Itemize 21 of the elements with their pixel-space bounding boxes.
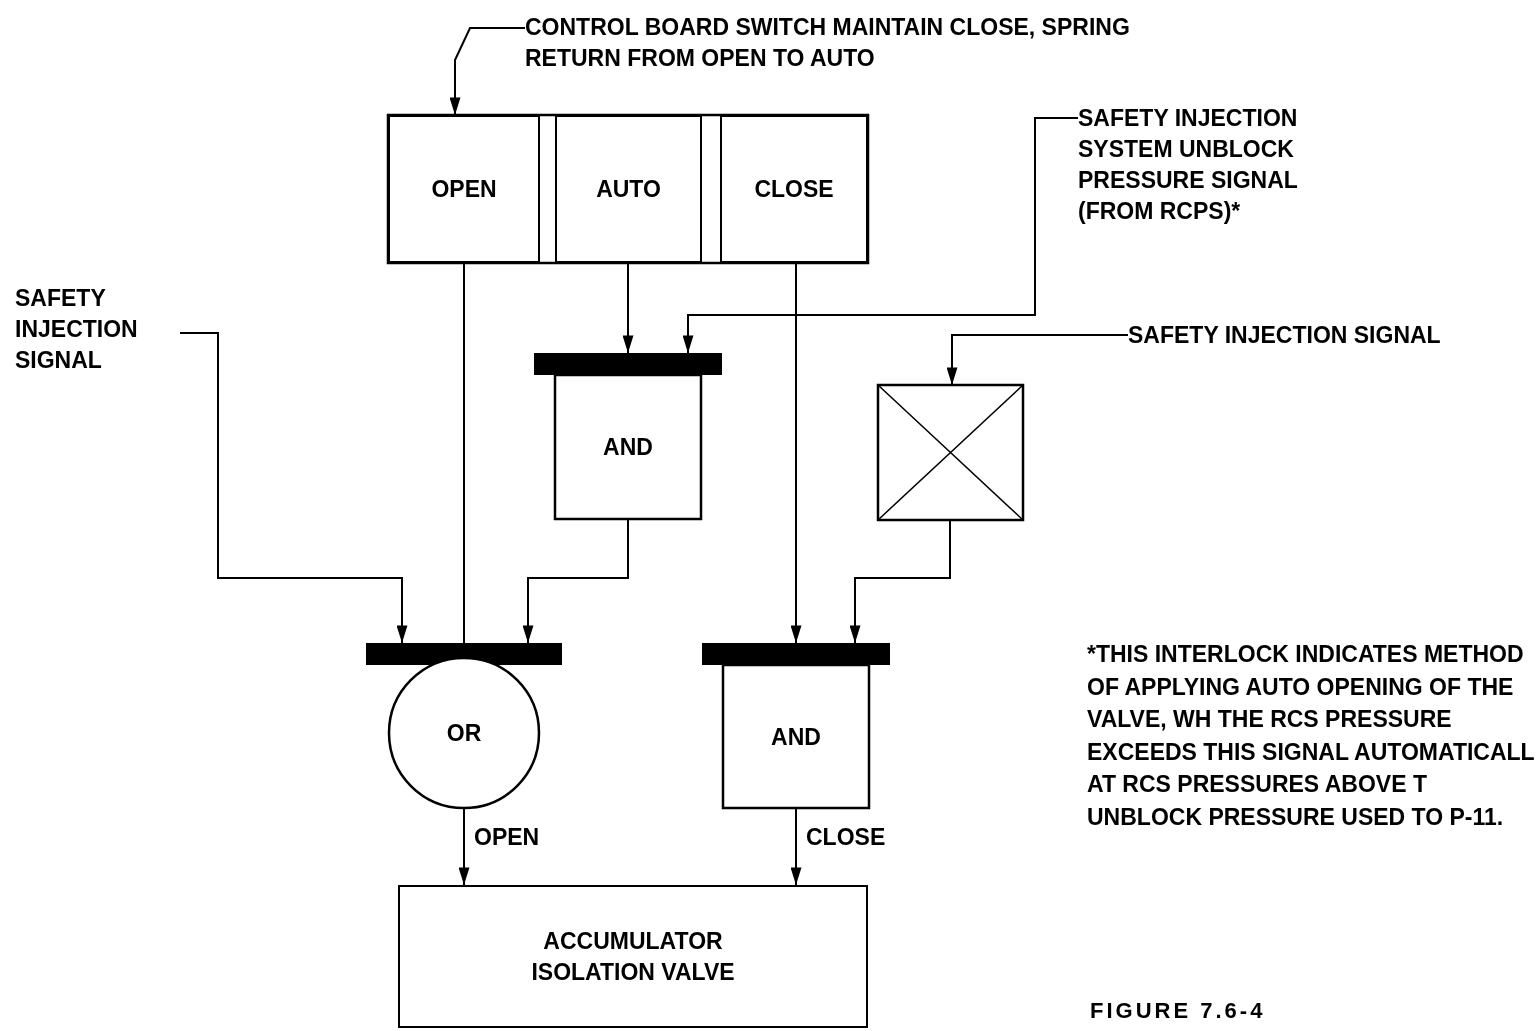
- signal-label: SAFETY INJECTION SYSTEM UNBLOCK PRESSURE SIGNAL (FROM RCPS)*: [1078, 103, 1378, 233]
- arrow: [449, 27, 526, 116]
- footnote-text: *THIS INTERLOCK INDICATES METHOD OF APPLYING AUTO OPENING OF THE VALVE, WH THE RCS PRESSURE EXCEEDS THIS SIGNAL AUTOMATICALL AT RCS PRESSURES ABOVE T UNBLOCK PRESSURE USED TO P-11.: [1087, 640, 1536, 832]
- crossed-box: [878, 385, 1023, 520]
- arrow: [179, 332, 408, 644]
- switch-position-box: CLOSE: [720, 115, 868, 263]
- arrow: [790, 262, 802, 644]
- switch-position-box: OPEN: [388, 115, 540, 263]
- arrow: [682, 117, 1079, 354]
- arrow: [790, 808, 802, 886]
- figure-caption: FIGURE 7.6-4: [1090, 998, 1266, 1024]
- connector-line: [463, 262, 465, 644]
- arrow: [458, 808, 470, 886]
- arrow: [522, 519, 629, 644]
- valve-box: ACCUMULATOR ISOLATION VALVE: [398, 885, 868, 1028]
- signal-label: SAFETY INJECTION SIGNAL: [15, 283, 180, 383]
- switch-position-box: AUTO: [555, 115, 702, 263]
- arrow: [946, 334, 1129, 386]
- annotation-text: CONTROL BOARD SWITCH MAINTAIN CLOSE, SPRING RETURN FROM OPEN TO AUTO: [525, 12, 1185, 76]
- arrow: [622, 262, 634, 354]
- signal-label: SAFETY INJECTION SIGNAL: [1128, 320, 1536, 354]
